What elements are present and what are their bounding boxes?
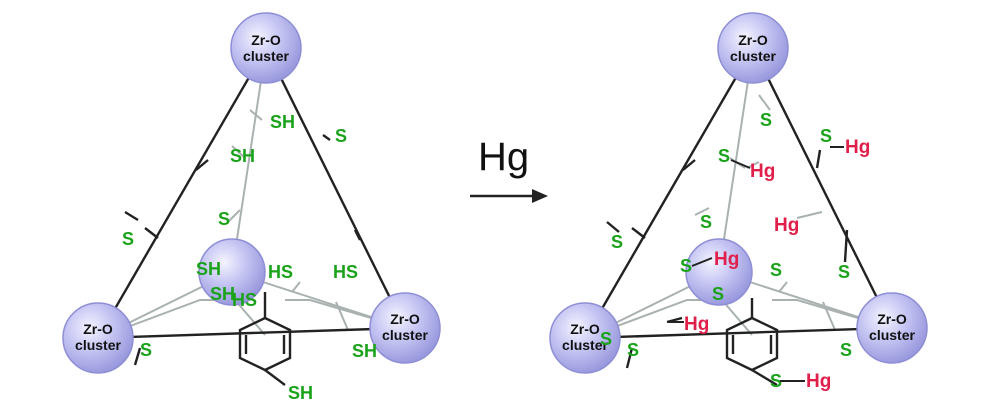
thiol-label: HS <box>232 290 257 310</box>
thiolate-label: S <box>627 340 639 360</box>
left-benzene-ring <box>238 292 292 386</box>
cluster-node: Zr-O cluster <box>230 12 302 84</box>
cluster-node: Zr-O cluster <box>717 12 789 84</box>
mercury-label: Hg <box>774 215 799 236</box>
cluster-node: Zr-O cluster <box>62 302 134 374</box>
cluster-label-line1: Zr-O <box>877 311 907 327</box>
thiol-label: S <box>335 126 347 146</box>
thiol-label: HS <box>333 262 358 282</box>
left-thiol-labels: SH SH S S S SH HS HS SH HS S SH SH <box>122 112 377 403</box>
thiolate-label: S <box>770 260 782 280</box>
cluster-label-line1: Zr-O <box>738 32 768 48</box>
thiolate-label: S <box>718 146 730 166</box>
right-mercury-labels: Hg Hg Hg Hg Hg Hg <box>684 137 870 392</box>
mercury-label: Hg <box>714 249 739 270</box>
thiolate-label: S <box>700 212 712 232</box>
thiol-label: HS <box>268 262 293 282</box>
cluster-label-line2: cluster <box>243 48 289 64</box>
cluster-node: Zr-O cluster <box>856 292 928 364</box>
thiol-label: SH <box>230 146 255 166</box>
thiol-label: S <box>140 340 152 360</box>
mercury-label: Hg <box>684 314 709 335</box>
thiolate-label: S <box>712 284 724 304</box>
cluster-label-line1: Zr-O <box>390 311 420 327</box>
thiolate-label: S <box>611 232 623 252</box>
thiol-label: S <box>218 209 230 229</box>
right-arrow-icon <box>470 189 548 203</box>
left-clusters: Zr-O cluster Zr-O cluster Zr-O cluster <box>62 12 441 374</box>
thiolate-label: S <box>820 126 832 146</box>
right-thiolate-labels: S S S S S S S S S S S S S <box>600 110 852 391</box>
right-framework <box>583 47 894 387</box>
right-clusters: Zr-O cluster Zr-O cluster Zr-O cluster <box>549 12 928 374</box>
mercury-label: Hg <box>845 137 870 158</box>
cluster-label-line1: Zr-O <box>251 32 281 48</box>
cluster-node: Zr-O cluster <box>369 292 441 364</box>
thiolate-label: S <box>760 110 772 130</box>
thiol-label: S <box>122 229 134 249</box>
thiolate-label: S <box>680 256 692 276</box>
cluster-node: Zr-O cluster <box>549 302 621 374</box>
thiolate-label: S <box>838 262 850 282</box>
thiol-label: SH <box>196 259 221 279</box>
cluster-label-line2: cluster <box>562 337 608 353</box>
thiol-label: SH <box>270 112 295 132</box>
cluster-label-line2: cluster <box>75 337 121 353</box>
cluster-label-line1: Zr-O <box>83 321 113 337</box>
thiol-label: SH <box>288 383 313 403</box>
cluster-label-line1: Zr-O <box>570 321 600 337</box>
mercury-label: Hg <box>750 161 775 182</box>
cluster-label-line2: cluster <box>382 327 428 343</box>
cluster-label-line2: cluster <box>869 327 915 343</box>
right-benzene-ring <box>725 298 779 387</box>
thiolate-label: S <box>840 340 852 360</box>
left-front-edges <box>96 47 407 366</box>
mercury-label: Hg <box>806 371 831 392</box>
reaction-arrow: Hg <box>470 135 548 203</box>
back-cluster-sphere <box>198 238 266 306</box>
right-front-edges <box>583 47 894 369</box>
thiolate-label: S <box>770 371 782 391</box>
cluster-label-line2: cluster <box>730 48 776 64</box>
left-framework <box>96 47 407 386</box>
right-s-hg-bonds <box>668 146 844 382</box>
thiol-label: SH <box>210 284 235 304</box>
back-cluster-sphere <box>685 238 753 306</box>
thiol-label: SH <box>352 341 377 361</box>
reagent-label: Hg <box>478 135 529 179</box>
thiolate-label: S <box>600 329 612 349</box>
